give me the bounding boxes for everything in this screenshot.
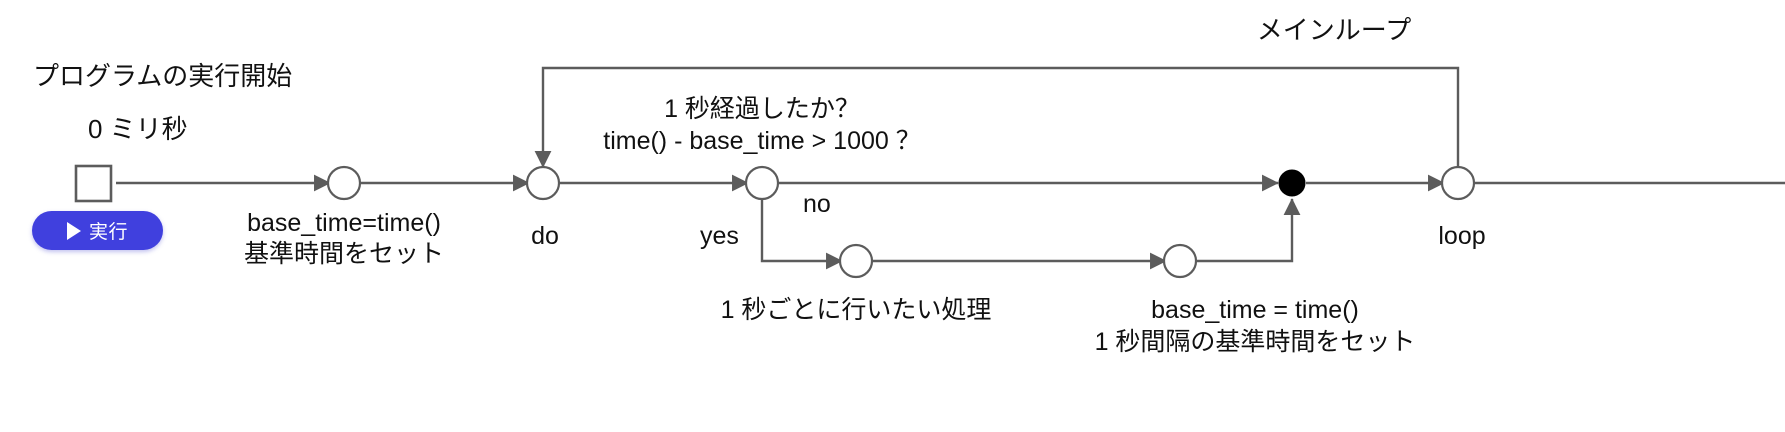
main-loop-title: メインループ xyxy=(1256,15,1412,45)
branch-label-no: no xyxy=(803,190,831,218)
start-label-millis: 0 ミリ秒 xyxy=(88,114,188,144)
init-label-line1: base_time=time() xyxy=(247,209,441,237)
task-label: 1 秒ごとに行いたい処理 xyxy=(720,296,992,324)
merge-node xyxy=(1278,169,1306,197)
task-node xyxy=(838,243,874,279)
start-label-title: プログラムの実行開始 xyxy=(33,61,293,91)
condition-node xyxy=(744,165,780,201)
reset-label-line2: 1 秒間隔の基準時間をセット xyxy=(1094,328,1416,356)
branch-label-yes: yes xyxy=(700,222,739,250)
start-square-node xyxy=(74,164,113,203)
edge-reset-to-merge xyxy=(1196,198,1301,263)
do-label: do xyxy=(531,222,559,250)
init-label-line2: 基準時間をセット xyxy=(243,240,445,268)
run-button-label: 実行 xyxy=(88,222,128,243)
condition-label-line2: time() - base_time > 1000 ？ xyxy=(603,127,921,155)
init-node xyxy=(326,165,362,201)
reset-node xyxy=(1162,243,1198,279)
loop-node xyxy=(1440,165,1476,201)
play-icon xyxy=(66,221,81,240)
condition-label-line1: 1 秒経過したか？ xyxy=(664,95,860,123)
loop-label: loop xyxy=(1438,222,1486,250)
run-button[interactable]: 実行 xyxy=(32,211,163,250)
do-node xyxy=(525,165,561,201)
reset-label-line1: base_time = time() xyxy=(1151,296,1359,324)
